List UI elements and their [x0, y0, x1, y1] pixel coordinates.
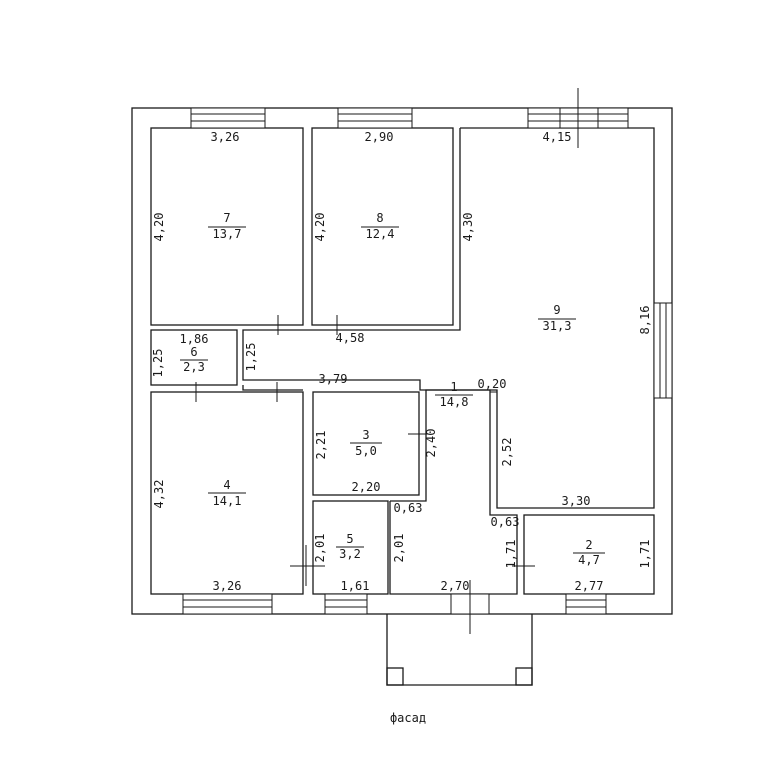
- room-9-label: 9 31,3: [538, 303, 576, 333]
- dim-label: 3,30: [562, 494, 591, 508]
- room-4-label: 4 14,1: [208, 478, 246, 508]
- room-1-outline: [389, 389, 518, 595]
- dim-label: 0,20: [478, 377, 507, 391]
- room-number: 4: [223, 478, 230, 492]
- room-area: 3,2: [339, 547, 361, 561]
- room-7-label: 7 13,7: [208, 211, 246, 241]
- dim-label: 1,61: [341, 579, 370, 593]
- window-room-7: [190, 107, 266, 129]
- room-area: 14,1: [213, 494, 242, 508]
- dim-label: 4,20: [313, 213, 327, 242]
- dim-label: 3,26: [211, 130, 240, 144]
- dim-label: 1,25: [151, 349, 165, 378]
- dim-label: 3,79: [319, 372, 348, 386]
- room-number: 6: [190, 345, 197, 359]
- room-number: 5: [346, 532, 353, 546]
- room-area: 5,0: [355, 444, 377, 458]
- porch: [386, 614, 533, 686]
- room-8-label: 8 12,4: [361, 211, 399, 241]
- dim-label: 4,20: [152, 213, 166, 242]
- room-area: 14,8: [440, 395, 469, 409]
- dim-label: 2,40: [424, 429, 438, 458]
- room-area: 13,7: [213, 227, 242, 241]
- dim-label: 2,90: [365, 130, 394, 144]
- porch-post-left: [386, 667, 404, 686]
- room-area: 2,3: [183, 360, 205, 374]
- window-room-8: [337, 107, 413, 129]
- dim-label: 2,21: [314, 431, 328, 460]
- window-room-9-right: [653, 302, 673, 399]
- room-6-outline: [150, 329, 238, 386]
- dim-label: 2,52: [500, 438, 514, 467]
- porch-post-right: [515, 667, 533, 686]
- dim-label: 4,30: [461, 213, 475, 242]
- dim-label: 2,20: [352, 480, 381, 494]
- dim-label: 1,25: [244, 343, 258, 372]
- room-9-outline: [242, 127, 655, 509]
- dim-label: 1,71: [638, 540, 652, 569]
- room-3-label: 3 5,0: [350, 428, 382, 458]
- room-number: 8: [376, 211, 383, 225]
- dim-label: 0,63: [394, 501, 423, 515]
- room-1-label: 1 14,8: [435, 380, 473, 409]
- dim-label: 2,77: [575, 579, 604, 593]
- corridor-wall: [242, 385, 303, 391]
- dim-label: 2,01: [313, 534, 327, 563]
- room-area: 12,4: [366, 227, 395, 241]
- dim-label: 2,70: [441, 579, 470, 593]
- room-6-label: 6 2,3: [180, 345, 208, 374]
- dim-label: 4,32: [152, 480, 166, 509]
- window-room-5: [324, 593, 368, 615]
- room-number: 1: [450, 380, 457, 394]
- dim-label: 2,01: [392, 534, 406, 563]
- room-number: 7: [223, 211, 230, 225]
- dim-label: 1,71: [504, 540, 518, 569]
- room-area: 4,7: [578, 553, 600, 567]
- dim-label: 8,16: [638, 306, 652, 335]
- room-number: 2: [585, 538, 592, 552]
- window-room-4: [182, 593, 273, 615]
- facade-caption: фасад: [390, 711, 426, 725]
- room-3-outline: [312, 391, 420, 496]
- room-5-label: 5 3,2: [336, 532, 364, 561]
- room-number: 9: [553, 303, 560, 317]
- room-2-label: 2 4,7: [573, 538, 605, 567]
- dim-label: 0,63: [491, 515, 520, 529]
- room-area: 31,3: [543, 319, 572, 333]
- room-number: 3: [362, 428, 369, 442]
- window-room-2: [565, 593, 607, 615]
- dim-label: 3,26: [213, 579, 242, 593]
- dim-label: 4,15: [543, 130, 572, 144]
- dim-label: 1,86: [180, 332, 209, 346]
- dim-label: 4,58: [336, 331, 365, 345]
